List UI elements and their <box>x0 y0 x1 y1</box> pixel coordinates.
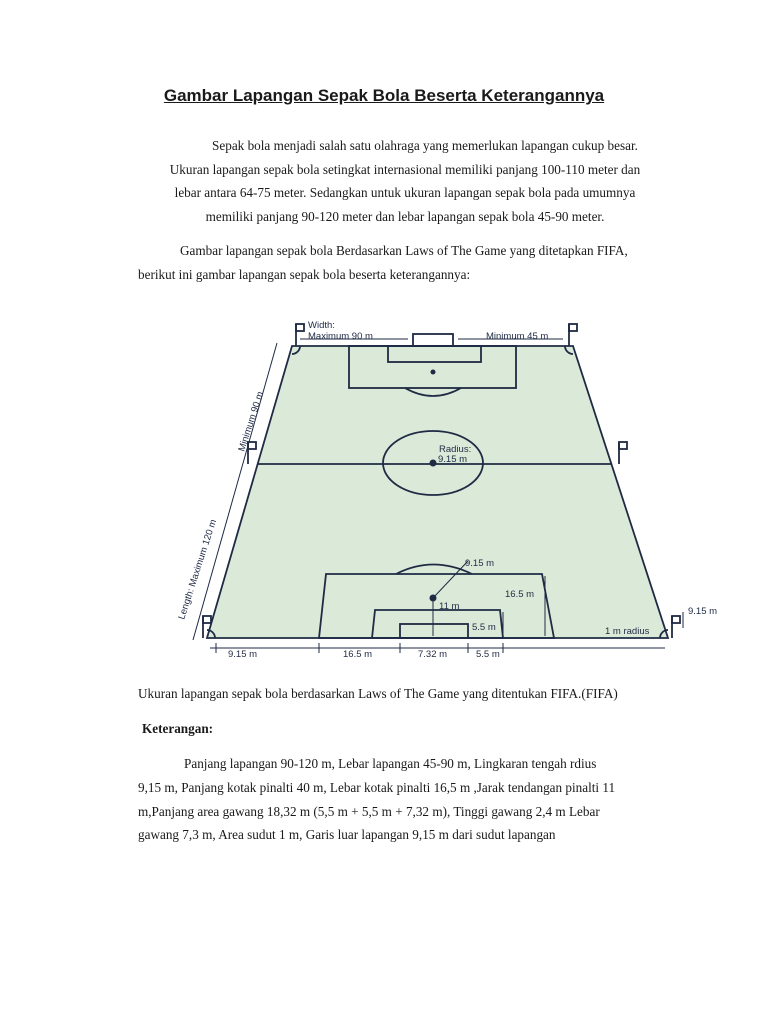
bottom-penalty-spot <box>429 594 437 602</box>
bottom-dimension-label: 5.5 m <box>476 649 500 660</box>
corner-outside-label: 9.15 m <box>688 606 717 617</box>
corner-flag-icon <box>671 615 681 638</box>
intro-line: Ukuran lapangan sepak bola setingkat int… <box>169 161 641 177</box>
center-circle <box>382 430 484 496</box>
keterangan-line: m,Panjang area gawang 18,32 m (5,5 m + 5… <box>138 803 600 819</box>
top-penalty-spot <box>430 369 436 375</box>
radius-value: 9.15 m <box>438 454 467 465</box>
intro-paragraph: Sepak bola menjadi salah satu olahraga y… <box>0 134 768 228</box>
fifa-line: Gambar lapangan sepak bola Berdasarkan L… <box>180 243 628 258</box>
bottom-goal <box>399 623 469 639</box>
corner-flag-icon <box>295 323 305 346</box>
intro-line: memiliki panjang 90-120 meter dan lebar … <box>205 208 605 224</box>
fifa-paragraph: Gambar lapangan sepak bola Berdasarkan L… <box>138 239 628 286</box>
keterangan-line: Panjang lapangan 90-120 m, Lebar lapanga… <box>184 756 597 771</box>
intro-line: lebar antara 64-75 meter. Sedangkan untu… <box>174 185 636 200</box>
width-min-label: Minimum 45 m <box>486 331 548 342</box>
bottom-penalty-arc <box>395 563 473 575</box>
pitch-outline <box>205 345 670 639</box>
bottom-dimension-label: 7.32 m <box>418 649 447 660</box>
bottom-dimension-label: 9.15 m <box>228 649 257 660</box>
penalty-spot-label: 11 m <box>439 601 460 612</box>
center-spot <box>429 459 437 467</box>
length-min-label: Minimum 90 m <box>236 390 266 453</box>
bottom-dimension-label: 16.5 m <box>343 649 372 660</box>
top-penalty-arc <box>404 387 462 397</box>
width-label: Width: <box>308 320 335 331</box>
intro-line: Sepak bola menjadi salah satu olahraga y… <box>212 138 638 153</box>
page-title: Gambar Lapangan Sepak Bola Beserta Keter… <box>163 86 605 105</box>
diagram-caption: Ukuran lapangan sepak bola berdasarkan L… <box>138 686 618 701</box>
corner-flag-icon <box>568 323 578 346</box>
radius-label: Radius: <box>439 444 471 455</box>
halfway-flag-icon <box>618 441 628 464</box>
box-depth-label: 16.5 m <box>505 589 534 600</box>
fifa-line: berikut ini gambar lapangan sepak bola b… <box>138 266 471 282</box>
keterangan-heading: Keterangan: <box>142 721 214 736</box>
keterangan-paragraph: Panjang lapangan 90-120 m, Lebar lapanga… <box>138 752 615 847</box>
goal-area-depth-label: 5.5 m <box>472 622 496 633</box>
keterangan-line: 9,15 m, Panjang kotak pinalti 40 m, Leba… <box>138 779 616 795</box>
corner-flag-icon <box>202 615 212 638</box>
corner-radius-label: 1 m radius <box>605 626 650 637</box>
length-arrow <box>192 342 278 641</box>
arc-distance-label: 9.15 m <box>465 558 494 569</box>
bottom-goal-area <box>370 609 505 639</box>
top-goal <box>412 333 454 347</box>
width-max-label: Maximum 90 m <box>308 331 373 342</box>
keterangan-line: gawang 7,3 m, Area sudut 1 m, Garis luar… <box>138 827 556 843</box>
